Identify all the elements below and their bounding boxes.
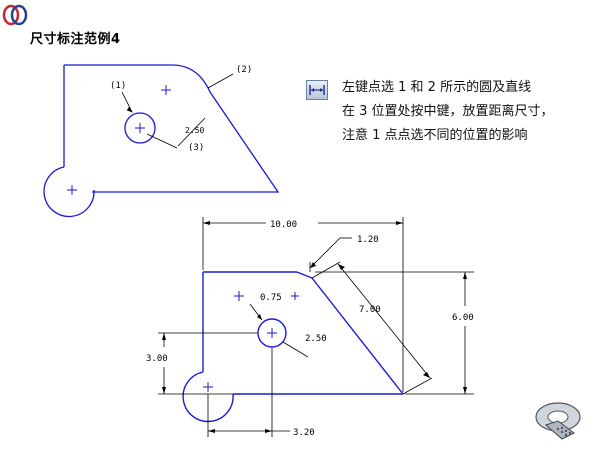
dimension-tool-button[interactable] (306, 80, 328, 100)
callout-2: (2) (236, 65, 252, 75)
instruction-line-1: 左键点选 1 和 2 所示的圆及直线 (342, 80, 532, 95)
top-dim-2-50: 2.50 (185, 126, 204, 135)
page-title: 尺寸标注范例4 (30, 32, 121, 47)
bottom-corner-arc (182, 371, 234, 423)
dim-hole-line-label: 2.50 (305, 334, 327, 344)
dim-hole-y-label: 3.00 (146, 354, 168, 364)
logo-icon (2, 4, 28, 26)
top-outline (64, 64, 280, 193)
instruction-line-3: 注意 1 点点选不同的位置的影响 (342, 128, 528, 143)
callout-1: (1) (110, 81, 126, 91)
top-hole-circle (124, 112, 156, 144)
dim-width-label: 10.00 (270, 220, 297, 230)
dim-slant-label: 7.00 (359, 305, 381, 315)
decorative-chain-icon (535, 402, 581, 440)
dim-chamfer-label: 1.20 (357, 235, 379, 245)
instruction-text: 左键点选 1 和 2 所示的圆及直线 在 3 位置处按中键，放置距离尺寸， 注意… (342, 76, 554, 148)
callout-3: (3) (188, 143, 204, 153)
dim-hole-radius-label: 0.75 (260, 293, 282, 303)
dim-hole-x-label: 3.20 (293, 428, 315, 438)
top-diagram: (1) (2) (3) 2.50 (43, 64, 280, 218)
dim-height-label: 6.00 (452, 313, 474, 323)
top-corner-arc (43, 166, 95, 218)
dimension-icon (309, 85, 325, 95)
instruction-line-2: 在 3 位置处按中键，放置距离尺寸， (342, 104, 554, 119)
